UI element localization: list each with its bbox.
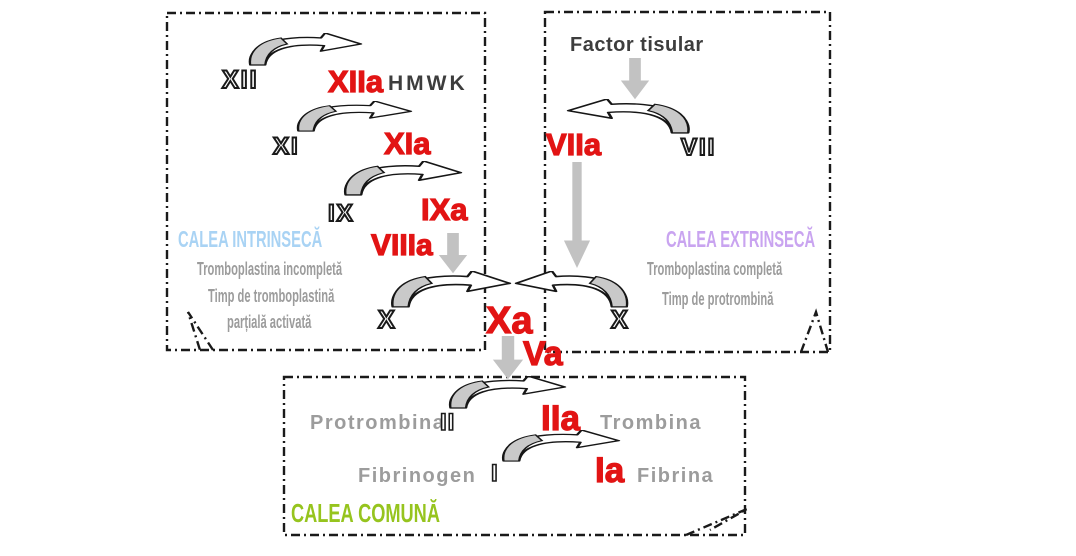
down-arrow-viiia-icon (438, 233, 468, 274)
common-box-tail (685, 507, 748, 537)
factor-xi-label: XI (272, 133, 300, 160)
factor-ix-label: IX (327, 200, 355, 227)
fibrinogen-label: Fibrinogen (358, 465, 477, 487)
fibrina-label: Fibrina (637, 465, 715, 487)
common-box-border (282, 375, 747, 537)
factor-iia-label: IIa (540, 399, 580, 438)
factor-xiia-label: XIIa (327, 64, 384, 99)
tissue-factor-label: Factor tisular (570, 34, 704, 56)
extrinsic-box-border (543, 10, 832, 354)
factor-ia-label: Ia (594, 451, 625, 490)
factor-xia-label: XIa (383, 126, 431, 161)
factor-xa-label: Xa (485, 300, 533, 342)
factor-x-right-label: X (610, 306, 630, 334)
extrinsic-note-line2: Timp de protrombină (662, 289, 774, 309)
intrinsic-box-border (165, 11, 487, 352)
down-arrow-xa-icon (492, 336, 524, 380)
factor-x-left-label: X (377, 306, 397, 334)
down-arrow-viia-long-icon (563, 162, 591, 269)
protrombina-label: Protrombina (310, 412, 446, 434)
extrinsic-pathway-title: CALEA EXTRINSECĂ (666, 226, 816, 252)
factor-viiia-label: VIIIa (370, 229, 433, 262)
factor-xii-label: XII (221, 66, 259, 94)
down-arrow-tissue-factor-icon (620, 58, 650, 100)
intrinsic-note-line2: Timp de tromboplastină (208, 286, 335, 306)
intrinsic-note-line1: Tromboplastina incompletă (197, 259, 343, 279)
intrinsic-box-tail (186, 311, 215, 351)
curved-arrow-xii-to-xiia-icon (248, 33, 363, 66)
common-pathway-title: CALEA COMUNĂ (291, 498, 440, 528)
factor-ii-label: II (439, 409, 456, 436)
factor-ixa-label: IXa (420, 192, 468, 227)
factor-i-label: I (490, 460, 499, 487)
intrinsic-pathway-title: CALEA INTRINSECĂ (178, 226, 323, 252)
factor-viia-label: VIIa (545, 127, 602, 162)
trombina-label: Trombina (600, 412, 703, 434)
intrinsic-note-line3: parțială activată (227, 312, 312, 332)
factor-vii-label: VII (680, 134, 717, 161)
factor-va-label: Va (522, 335, 563, 373)
curved-arrow-ix-to-ixa-icon (343, 161, 463, 196)
extrinsic-box-tail (799, 308, 830, 353)
extrinsic-note-line1: Tromboplastina completă (647, 259, 783, 279)
hmwk-label: HMWK (388, 72, 468, 95)
